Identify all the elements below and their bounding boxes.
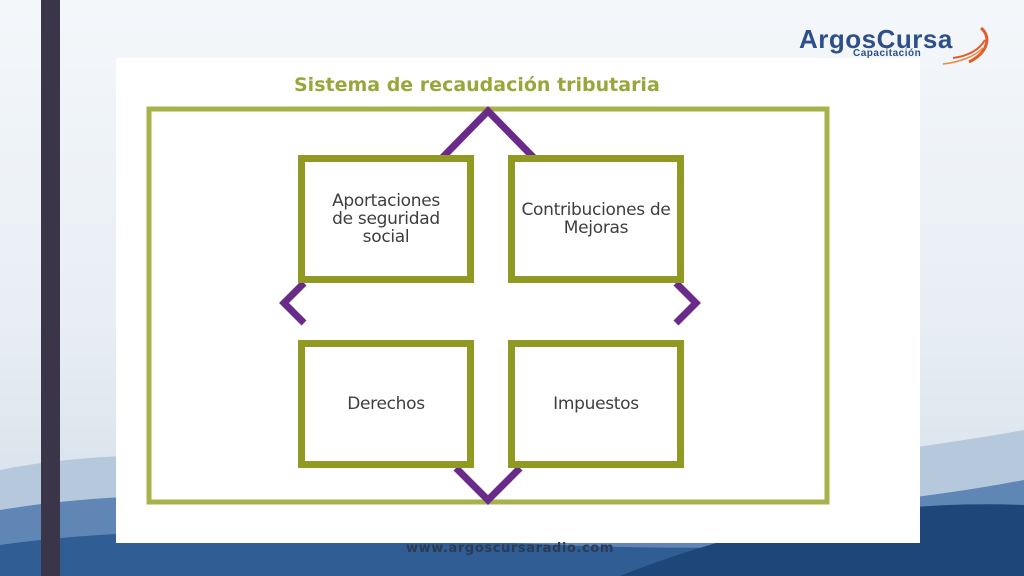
logo-swoosh-icon <box>942 26 989 65</box>
left-accent-bar <box>41 0 60 576</box>
box-impuestos: Impuestos <box>508 340 684 468</box>
box-aportaciones-label: Aportaciones de seguridad social <box>332 191 440 247</box>
box-derechos: Derechos <box>298 340 474 468</box>
box-derechos-label: Derechos <box>347 394 425 414</box>
box-contribuciones-label: Contribuciones de Mejoras <box>521 200 671 238</box>
outer-frame <box>146 106 830 505</box>
diagram-title: Sistema de recaudación tributaria <box>294 74 660 96</box>
connector-left-arrow <box>279 280 307 326</box>
connector-bottom-arrow <box>453 465 523 505</box>
logo-wordmark: ArgosCursa <box>799 24 953 54</box>
diagram-connectors <box>146 105 830 505</box>
logo-tagline-line-1: Capacitación <box>853 48 922 59</box>
box-impuestos-label: Impuestos <box>553 394 639 414</box>
connector-right-arrow <box>673 280 701 326</box>
box-aportaciones: Aportaciones de seguridad social <box>298 155 474 283</box>
connector-top-arrow <box>439 105 537 161</box>
website-url[interactable]: www.argoscursaradio.com <box>406 541 614 556</box>
box-contribuciones: Contribuciones de Mejoras <box>508 155 684 283</box>
argoscursa-logo: ArgosCursa Capacitación te <box>793 22 993 70</box>
content-panel: Sistema de recaudación tributaria Aporta… <box>116 58 920 543</box>
